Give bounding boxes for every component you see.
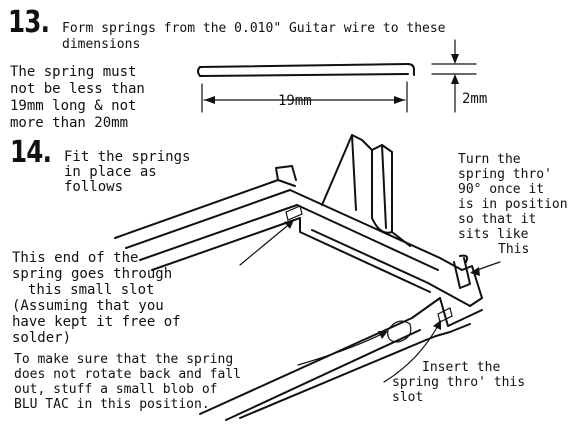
insert-note-line: Insert the <box>422 360 501 375</box>
length-dimension-line <box>201 81 408 113</box>
turn-note-line: 90° once it <box>458 182 545 197</box>
end-note-line: have kept it free of <box>12 314 181 330</box>
length-note-line: 19mm long & not <box>10 98 137 114</box>
step-13-instruction-line-1: Form springs from the 0.010" Guitar wire… <box>62 21 446 36</box>
turn-note-line: is in position <box>458 197 568 212</box>
instruction-line: in place as <box>64 164 157 180</box>
instruction-line: Fit the springs <box>64 149 191 165</box>
spring-end-note: This end of the spring goes through this… <box>12 250 181 346</box>
blu-tac-note-line: does not rotate back and fall <box>14 367 241 382</box>
length-note-line: more than 20mm <box>10 115 129 131</box>
instruction-line: follows <box>64 179 124 195</box>
length-note-line: The spring must <box>10 64 137 80</box>
insert-note-line: spring thro' this <box>392 375 526 390</box>
spring-drawing <box>197 63 415 77</box>
step-14-number: 14. <box>10 135 52 170</box>
turn-note-line: This <box>498 242 530 257</box>
length-dimension-label: 19mm <box>278 93 312 109</box>
length-note-line: not be less than <box>10 81 145 97</box>
end-note-line: this small slot <box>28 282 155 298</box>
end-note-line: spring goes through <box>12 266 173 282</box>
step-13-number: 13. <box>8 5 50 40</box>
height-dimension-label: 2mm <box>462 91 488 107</box>
insert-note-line: slot <box>392 390 424 405</box>
step-13-instruction-line-2: dimensions <box>62 37 141 52</box>
height-dimension-line <box>431 39 477 113</box>
turn-spring-note: Turn the spring thro' 90° once it is in … <box>458 152 568 257</box>
end-note-line: This end of the <box>12 250 139 266</box>
blu-tac-note-line: To make sure that the spring <box>14 352 234 367</box>
turn-note-line: spring thro' <box>458 167 552 182</box>
turn-note-line: so that it <box>458 212 537 227</box>
turn-note-line: Turn the <box>458 152 521 167</box>
end-note-line: (Assuming that you <box>12 298 164 314</box>
blu-tac-note-line: out, stuff a small blob of <box>14 382 218 397</box>
pointer-arrows <box>239 220 501 383</box>
chassis-drawing <box>114 134 483 421</box>
step-14-instruction: Fit the springs in place as follows <box>64 150 190 195</box>
insert-spring-note: Insert the spring thro' this slot <box>392 360 525 405</box>
turn-note-line: sits like <box>458 227 529 242</box>
blu-tac-note: To make sure that the spring does not ro… <box>14 352 241 412</box>
end-note-line: solder) <box>12 330 72 346</box>
length-note: The spring must not be less than 19mm lo… <box>10 64 145 132</box>
blu-tac-note-line: BLU TAC in this position. <box>14 397 210 412</box>
